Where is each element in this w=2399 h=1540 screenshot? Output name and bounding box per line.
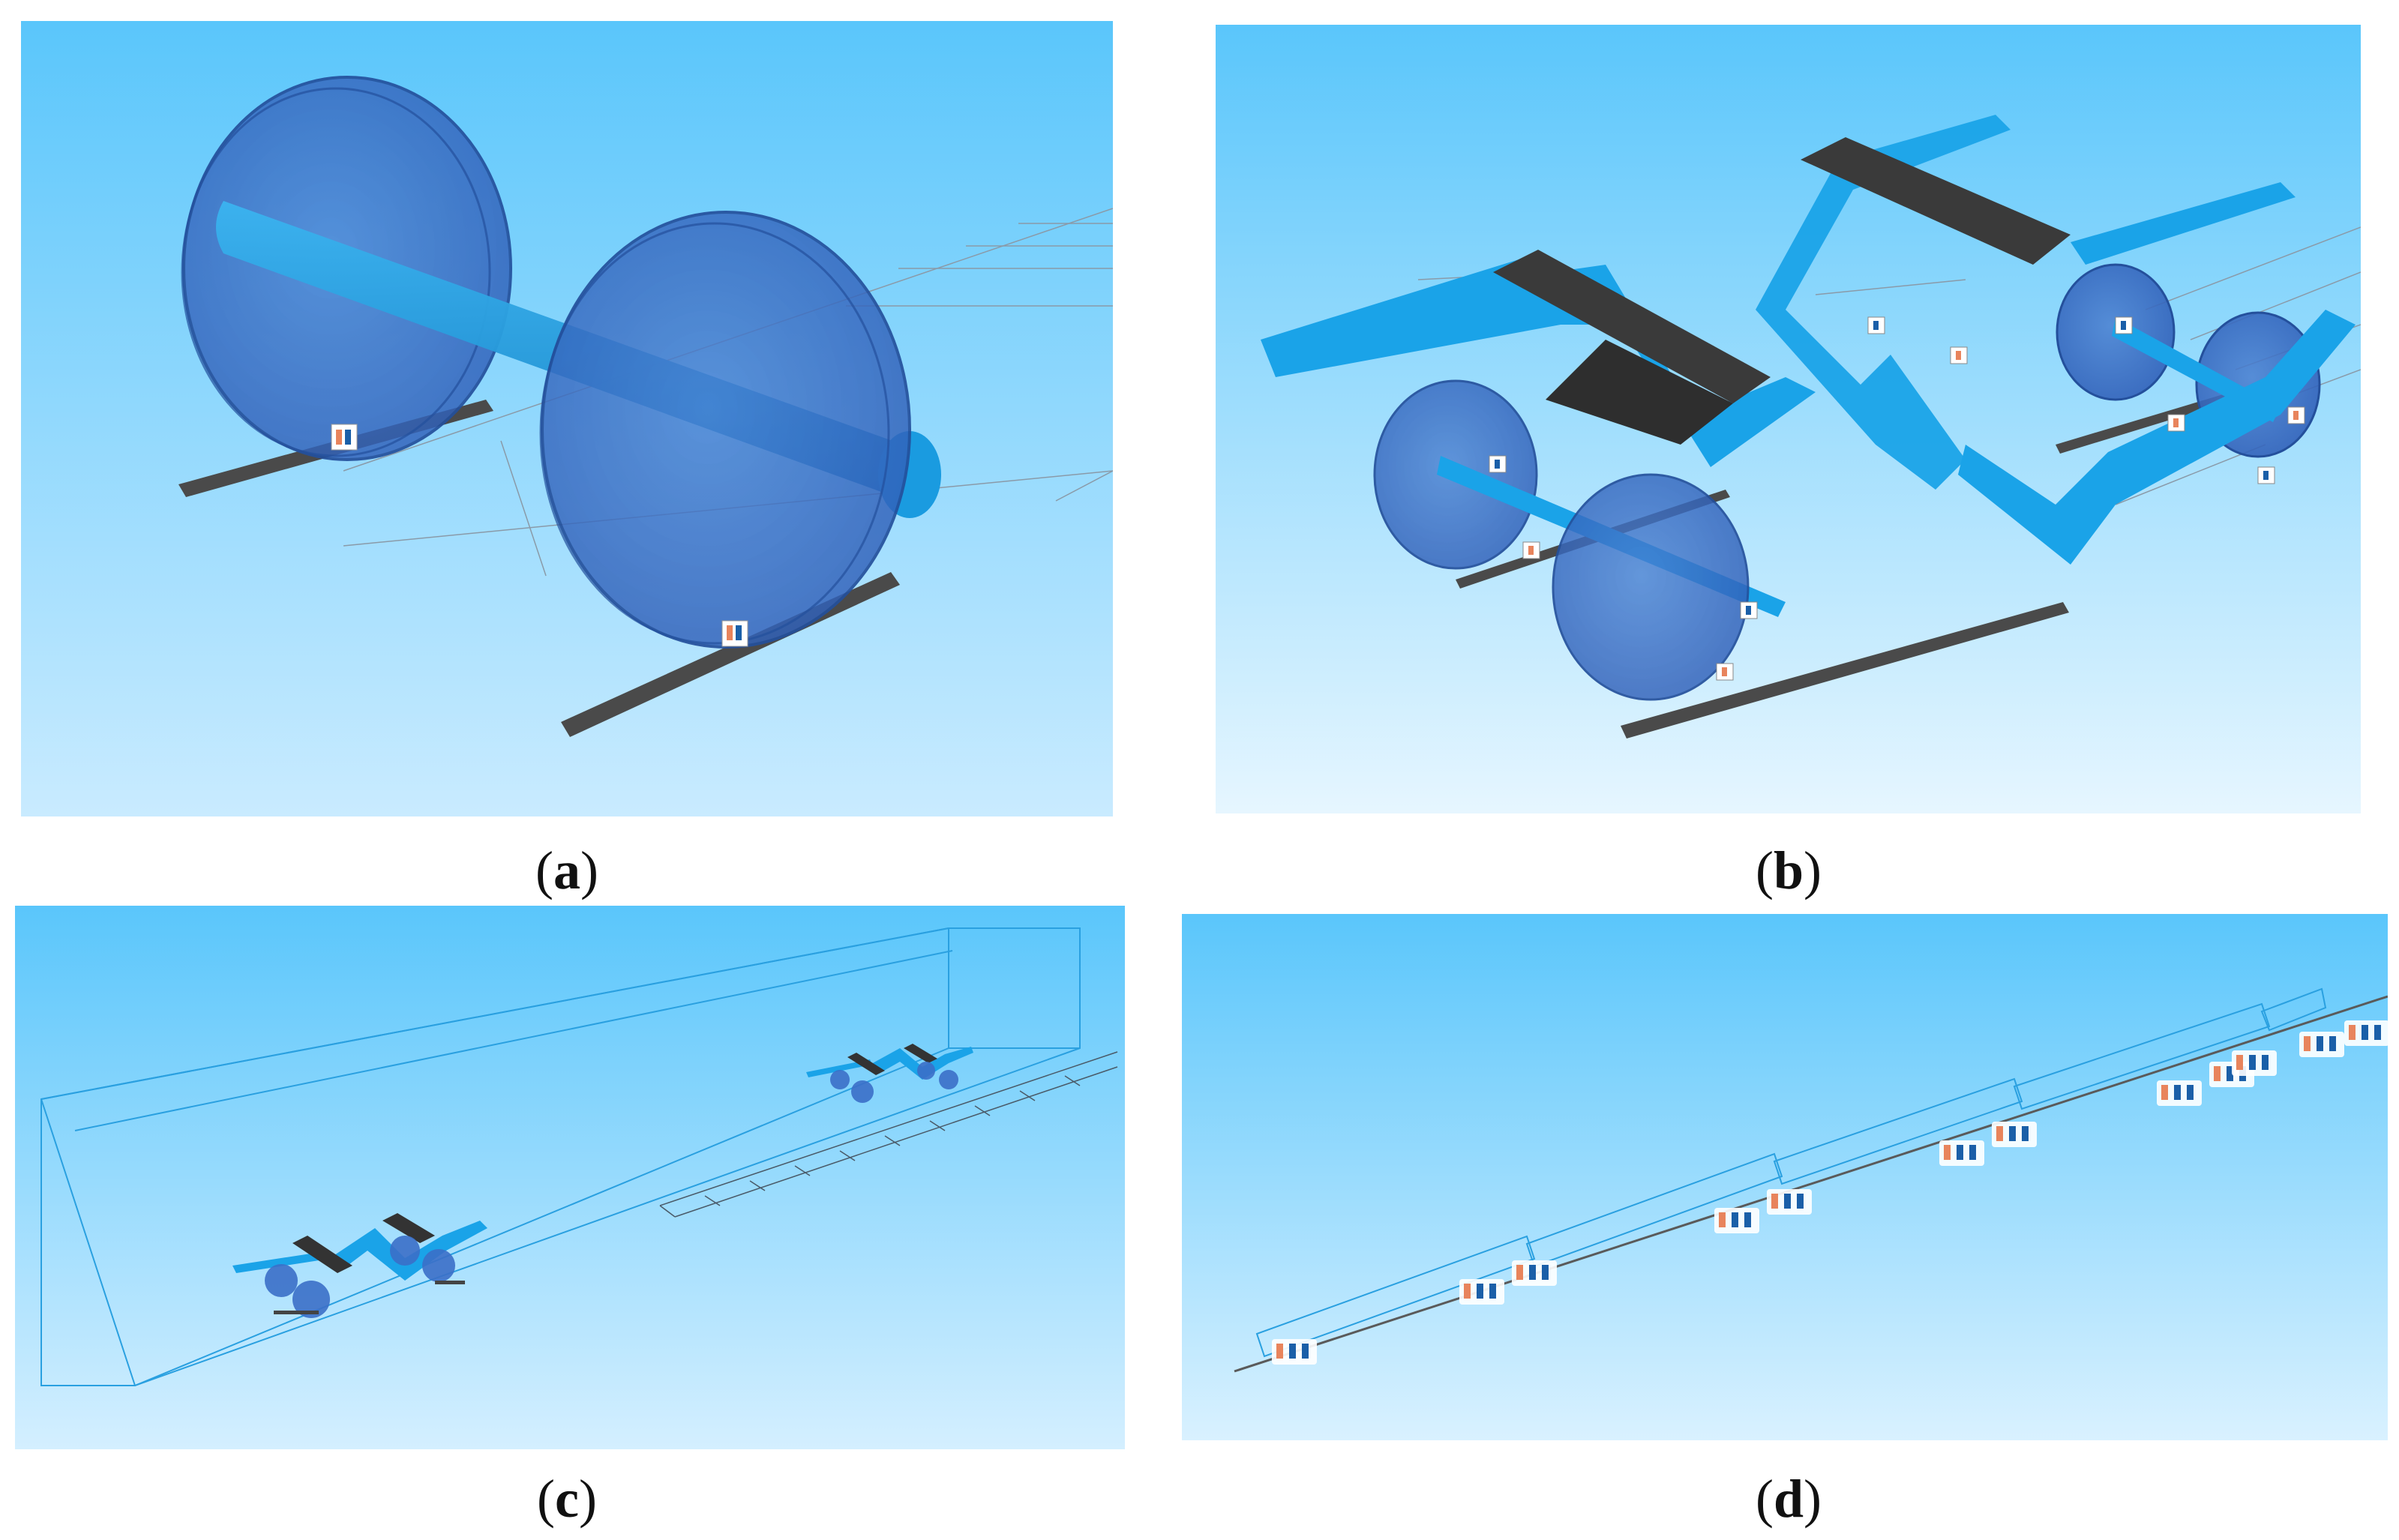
bogie-scene bbox=[1216, 25, 2361, 813]
train-scene bbox=[1182, 914, 2388, 1440]
body-marker-icon bbox=[1489, 316, 2305, 681]
marker-cluster bbox=[1767, 1189, 1812, 1215]
joint-marker-icon bbox=[1272, 1020, 2388, 1365]
bogie-front bbox=[232, 1213, 487, 1318]
wheel-front-right bbox=[1552, 473, 1750, 701]
marker-cluster bbox=[2299, 1032, 2344, 1057]
panel-d-train-overview bbox=[1182, 914, 2388, 1440]
marker-cluster bbox=[2157, 1080, 2202, 1106]
marker-cluster bbox=[1512, 1260, 1557, 1286]
bogie-rear bbox=[806, 1044, 973, 1103]
track-grid bbox=[659, 1051, 1118, 1218]
wheel-right bbox=[541, 211, 911, 649]
wheelset-scene bbox=[21, 21, 1113, 816]
joint-marker-icon bbox=[721, 620, 748, 647]
marker-cluster bbox=[1714, 1208, 1759, 1233]
rail-right-front bbox=[1621, 602, 2069, 739]
marker-cluster bbox=[2344, 1020, 2388, 1046]
marker-cluster bbox=[1459, 1279, 1504, 1305]
body-marker-icon bbox=[331, 424, 358, 451]
panel-a-wheelset-view bbox=[21, 21, 1113, 816]
caption-b-letter: b bbox=[1773, 840, 1804, 900]
marker-cluster bbox=[1272, 1339, 1317, 1365]
marker-cluster bbox=[1992, 1122, 2037, 1147]
panel-b-bogie-view bbox=[1216, 25, 2361, 813]
caption-b: (b) bbox=[1755, 840, 1822, 900]
car-frames bbox=[1255, 987, 2327, 1358]
vehicle-scene bbox=[15, 906, 1125, 1449]
viewport-background bbox=[1182, 914, 2388, 1440]
caption-a: (a) bbox=[535, 840, 598, 900]
caption-c: (c) bbox=[537, 1469, 597, 1529]
marker-cluster bbox=[1939, 1140, 1984, 1166]
bolster-beam-left-side bbox=[1546, 340, 1733, 445]
viewport-background bbox=[15, 906, 1125, 1449]
track-line bbox=[1234, 995, 2388, 1373]
side-frame-right bbox=[1958, 310, 2356, 565]
panel-c-vehicle-view bbox=[15, 906, 1125, 1449]
bolster-beam-left bbox=[1493, 250, 1771, 403]
car-body-frame bbox=[40, 927, 1081, 1386]
side-frame-center bbox=[1756, 115, 2011, 490]
caption-d-letter: d bbox=[1773, 1469, 1804, 1529]
caption-c-letter: c bbox=[555, 1469, 579, 1529]
side-frame-right-top bbox=[2071, 182, 2296, 265]
marker-cluster bbox=[2232, 1050, 2277, 1076]
caption-a-letter: a bbox=[553, 840, 580, 900]
caption-d: (d) bbox=[1755, 1469, 1822, 1529]
bolster-beam-right bbox=[1801, 137, 2071, 265]
